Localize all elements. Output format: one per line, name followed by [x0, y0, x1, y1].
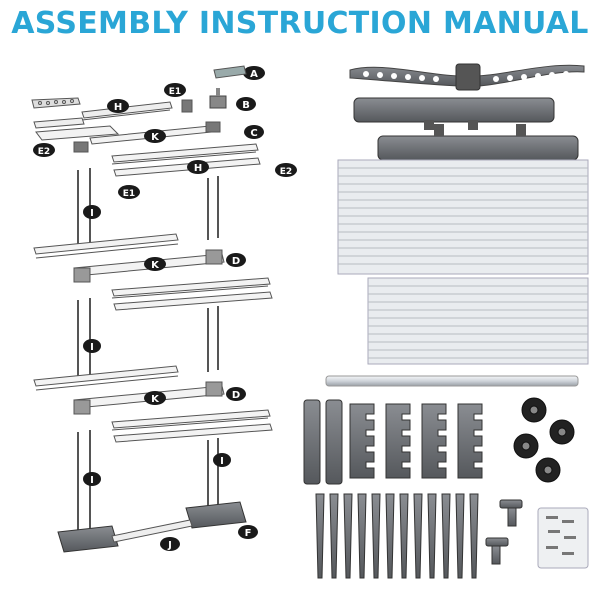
caster-wheels-part	[513, 397, 575, 483]
label-d-low: D	[226, 387, 246, 401]
label-c: C	[244, 125, 264, 139]
svg-text:B: B	[242, 100, 250, 111]
label-i-1: I	[83, 205, 101, 219]
label-b: B	[236, 97, 256, 111]
label-f: F	[238, 525, 258, 539]
label-d-mid: D	[226, 253, 246, 267]
svg-text:A: A	[250, 69, 258, 80]
side-clips-part	[315, 493, 479, 579]
label-i-4: I	[83, 472, 101, 486]
label-i-2: I	[83, 339, 101, 353]
label-a: A	[243, 66, 265, 80]
long-rods-part	[337, 159, 589, 275]
svg-text:J: J	[167, 540, 172, 551]
svg-text:E2: E2	[280, 167, 292, 177]
label-k-mid: K	[144, 257, 166, 271]
label-k-top: K	[144, 129, 166, 143]
svg-text:K: K	[151, 394, 160, 405]
page-title: ASSEMBLY INSTRUCTION MANUAL	[11, 6, 589, 41]
svg-text:H: H	[194, 163, 202, 174]
part-a-hanger	[213, 65, 247, 79]
single-rod-part	[325, 375, 579, 387]
svg-text:K: K	[151, 132, 160, 143]
label-e1-bottom: E1	[118, 185, 140, 199]
svg-text:C: C	[250, 128, 257, 139]
svg-text:D: D	[232, 256, 240, 267]
part-b-connector	[209, 88, 227, 109]
label-e1-top: E1	[164, 83, 186, 97]
hanger-strap-part	[349, 63, 585, 91]
label-k-low: K	[144, 391, 166, 405]
svg-text:K: K	[151, 260, 160, 271]
svg-text:H: H	[114, 102, 122, 113]
screws-bag-part	[537, 507, 589, 569]
svg-text:I: I	[90, 208, 94, 219]
svg-text:D: D	[232, 390, 240, 401]
hanger-bar-top-left	[31, 97, 81, 109]
svg-text:I: I	[90, 475, 94, 486]
label-e2-left: E2	[33, 143, 55, 157]
exploded-view	[31, 97, 273, 553]
label-h-top: H	[107, 99, 129, 113]
svg-text:E1: E1	[169, 87, 181, 97]
label-j: J	[160, 537, 180, 551]
medium-rods-part	[367, 277, 589, 365]
svg-text:I: I	[220, 456, 224, 467]
svg-text:E2: E2	[38, 147, 50, 157]
base-foot-part	[353, 97, 579, 161]
connectors-part	[303, 399, 483, 485]
label-i-3: I	[213, 453, 231, 467]
svg-text:F: F	[245, 528, 252, 539]
callout-labels: A B C E1 H K E2 H E2 E1 I K D I K D I I …	[33, 66, 297, 551]
label-e2-right: E2	[275, 163, 297, 177]
svg-text:I: I	[90, 342, 94, 353]
t-connectors-part	[485, 499, 523, 565]
svg-text:E1: E1	[123, 189, 135, 199]
label-h-mid: H	[187, 160, 209, 174]
